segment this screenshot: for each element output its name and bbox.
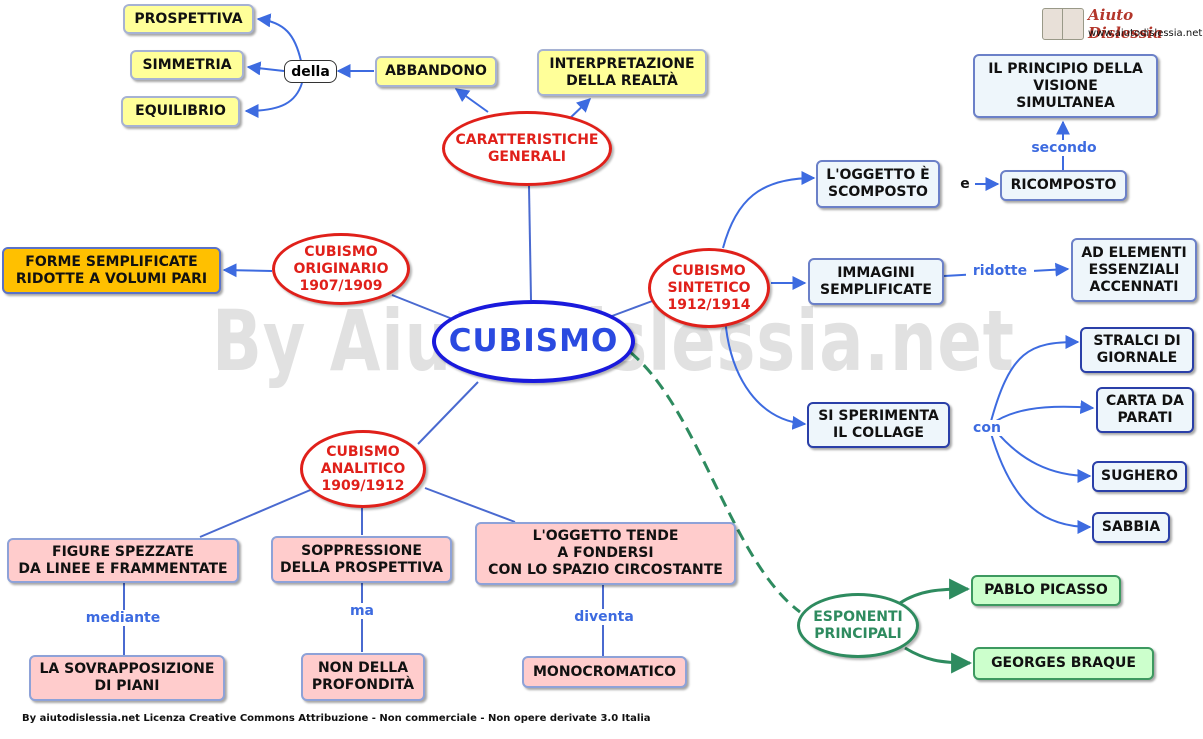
- node-sughero[interactable]: SUGHERO: [1092, 461, 1187, 492]
- arrow-picasso: [899, 578, 971, 605]
- link-e: e: [956, 176, 974, 192]
- link-diventa: diventa: [568, 609, 640, 625]
- node-caratteristiche-generali[interactable]: CARATTERISTICHE GENERALI: [442, 111, 612, 186]
- node-cubismo-analitico[interactable]: CUBISMO ANALITICO 1909/1912: [300, 430, 426, 508]
- link-con: con: [968, 420, 1006, 436]
- node-monocromatico[interactable]: MONOCROMATICO: [522, 656, 687, 688]
- node-oggetto-tende[interactable]: L'OGGETTO TENDE A FONDERSI CON LO SPAZIO…: [475, 522, 736, 585]
- arrow-abbandono: [454, 88, 489, 113]
- book-icon: [1042, 8, 1084, 40]
- link-secondo: secondo: [1026, 140, 1102, 156]
- node-interpretazione-realta[interactable]: INTERPRETAZIONE DELLA REALTÀ: [537, 49, 707, 96]
- link-mediante: mediante: [80, 610, 166, 626]
- node-sabbia[interactable]: SABBIA: [1092, 512, 1170, 543]
- node-ricomposto[interactable]: RICOMPOSTO: [1000, 170, 1127, 201]
- node-non-della-profondita[interactable]: NON DELLA PROFONDITÀ: [301, 653, 425, 701]
- node-forme-semplificate[interactable]: FORME SEMPLIFICATE RIDOTTE A VOLUMI PARI: [2, 247, 221, 294]
- line-center-originario: [391, 294, 456, 321]
- center-node-cubismo[interactable]: CUBISMO: [432, 300, 635, 383]
- site-logo[interactable]: Aiuto Dislessia www.aiutodislessia.net: [1042, 6, 1203, 42]
- node-prospettiva[interactable]: PROSPETTIVA: [123, 4, 254, 34]
- license-footer: By aiutodislessia.net Licenza Creative C…: [22, 713, 651, 724]
- node-sovrapposizione-piani[interactable]: LA SOVRAPPOSIZIONE DI PIANI: [29, 655, 225, 701]
- node-esponenti-principali[interactable]: ESPONENTI PRINCIPALI: [797, 593, 919, 658]
- node-georges-braque[interactable]: GEORGES BRAQUE: [973, 647, 1154, 680]
- node-soppressione-prospettiva[interactable]: SOPPRESSIONE DELLA PROSPETTIVA: [271, 536, 452, 583]
- node-cubismo-originario[interactable]: CUBISMO ORIGINARIO 1907/1909: [272, 233, 410, 305]
- logo-url: www.aiutodislessia.net: [1088, 28, 1203, 39]
- line-center-analitico: [417, 381, 479, 445]
- arrow-sughero: [994, 429, 1092, 483]
- node-abbandono[interactable]: ABBANDONO: [375, 56, 497, 87]
- arrow-prospettiva: [256, 13, 302, 62]
- line-center-caratteristiche: [528, 185, 532, 301]
- arrow-braque: [904, 646, 973, 674]
- node-elementi-essenziali[interactable]: AD ELEMENTI ESSENZIALI ACCENNATI: [1071, 238, 1197, 302]
- node-simmetria[interactable]: SIMMETRIA: [130, 50, 244, 80]
- node-carta-da-parati[interactable]: CARTA DA PARATI: [1096, 387, 1194, 433]
- node-stralci-giornale[interactable]: STRALCI DI GIORNALE: [1080, 327, 1194, 373]
- node-pablo-picasso[interactable]: PABLO PICASSO: [971, 575, 1121, 606]
- arrow-scomposto: [722, 171, 816, 249]
- node-cubismo-sintetico[interactable]: CUBISMO SINTETICO 1912/1914: [648, 248, 770, 328]
- arrow-equilibrio: [244, 82, 303, 118]
- link-della: della: [284, 60, 337, 83]
- link-ridotte: ridotte: [966, 263, 1034, 279]
- arrow-stralci: [989, 335, 1080, 426]
- arrow-collage: [724, 317, 807, 430]
- node-immagini-semplificate[interactable]: IMMAGINI SEMPLIFICATE: [808, 258, 944, 305]
- line-analitico-figure: [199, 487, 316, 538]
- node-principio-visione-simultanea[interactable]: IL PRINCIPIO DELLA VISIONE SIMULTANEA: [973, 54, 1158, 118]
- link-ma: ma: [345, 603, 379, 619]
- line-analitico-oggetto: [424, 487, 516, 523]
- line-center-sintetico: [611, 299, 656, 317]
- logo-title: Aiuto Dislessia: [1088, 6, 1163, 42]
- node-collage[interactable]: SI SPERIMENTA IL COLLAGE: [807, 402, 950, 448]
- arrow-sabbia: [989, 429, 1092, 534]
- dashed-center-esponenti: [629, 350, 801, 614]
- arrow-forme: [222, 263, 273, 278]
- node-figure-spezzate[interactable]: FIGURE SPEZZATE DA LINEE E FRAMMENTATE: [7, 538, 239, 583]
- arrow-simmetria: [246, 61, 285, 76]
- node-oggetto-scomposto[interactable]: L'OGGETTO È SCOMPOSTO: [816, 160, 940, 208]
- node-equilibrio[interactable]: EQUILIBRIO: [121, 96, 240, 127]
